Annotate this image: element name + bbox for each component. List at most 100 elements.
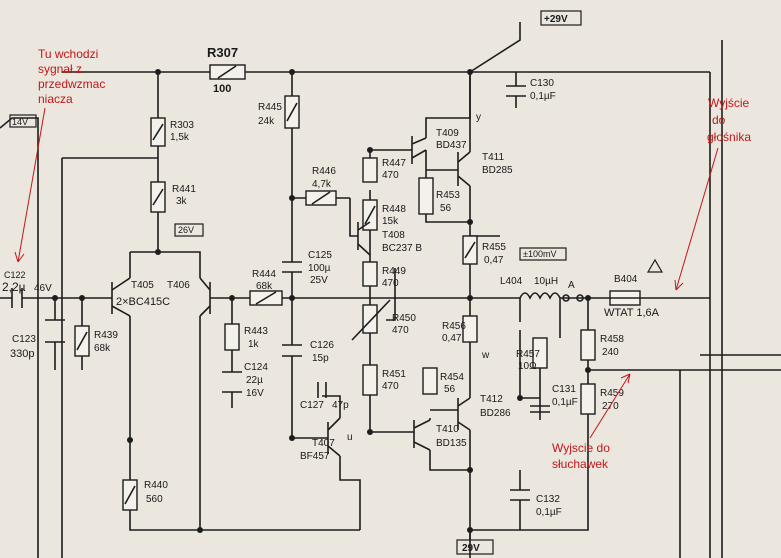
type-t407: BF457 [300, 451, 330, 462]
label-r441: R441 [172, 184, 196, 195]
label-t408: T408 [382, 230, 405, 241]
wiring [0, 22, 781, 558]
label-c132: C132 [536, 494, 560, 505]
label-t411: T411 [482, 152, 504, 163]
label-r449: R449 [382, 266, 406, 277]
value-r440: 560 [146, 494, 163, 505]
label-r455: R455 [482, 242, 506, 253]
node-26v: 26V [178, 225, 194, 235]
label-r440: R440 [144, 480, 168, 491]
headphone-arrow [589, 373, 631, 439]
label-t409: T409 [436, 128, 459, 139]
resistor-r450 [362, 304, 378, 334]
value-c132: 0,1µF [536, 507, 562, 518]
capacitor-c132 [510, 489, 530, 501]
value-c124: 22µ [246, 375, 263, 386]
label-r447: R447 [382, 158, 406, 169]
resistors [74, 64, 596, 511]
input-note-line3: przedwzmac [38, 77, 105, 91]
label-c131: C131 [552, 384, 576, 395]
speaker-note-line1: Wyjście [708, 96, 750, 110]
resistor-r449 [362, 261, 378, 287]
value-r307: 100 [213, 83, 231, 95]
value-r448: 15k [382, 216, 399, 227]
label-r446: R446 [312, 166, 336, 177]
node-a: A [568, 280, 575, 291]
node-u: u [347, 432, 353, 443]
capacitors [11, 85, 550, 501]
junctions [52, 69, 591, 533]
value-r457: 10Ω [518, 361, 537, 372]
label-r459: R459 [600, 388, 624, 399]
label-c130: C130 [530, 78, 554, 89]
value-c127: 47p [332, 400, 349, 411]
voltage-c125: 25V [310, 275, 328, 286]
type-t411: BD285 [482, 165, 513, 176]
capacitor-c124 [222, 371, 242, 393]
label-c125: C125 [308, 250, 332, 261]
label-r457: R457 [516, 349, 540, 360]
value-r454: 56 [444, 384, 456, 395]
node-100mv: ±100mV [523, 249, 556, 259]
node-46v: 46V [34, 283, 52, 294]
value-r446: 4,7k [312, 179, 332, 190]
label-r444: R444 [252, 269, 276, 280]
node-w: w [481, 350, 490, 361]
value-r441: 3k [176, 196, 188, 207]
value-r449: 470 [382, 278, 399, 289]
label-t406: T406 [167, 280, 190, 291]
label-t405: T405 [131, 280, 154, 291]
voltage-c124: 16V [246, 388, 264, 399]
label-r451: R451 [382, 369, 406, 380]
node-y: y [476, 112, 481, 123]
headphone-note-line2: słuchawek [552, 457, 609, 471]
label-r453: R453 [436, 190, 460, 201]
speaker-note-line3: głośnika [707, 130, 751, 144]
input-note-line1: Tu wchodzi [38, 47, 98, 61]
value-c125: 100µ [308, 263, 331, 274]
label-r454: R454 [440, 372, 464, 383]
supply-29v-bottom: 29V [462, 543, 480, 554]
resistor-r451 [362, 364, 378, 396]
value-r447: 470 [382, 170, 399, 181]
resistor-r457 [532, 337, 548, 369]
value-b404: WTAT 1,6A [604, 307, 660, 319]
value-c123: 330p [10, 348, 34, 360]
resistor-r447 [362, 157, 378, 183]
value-r453: 56 [440, 203, 452, 214]
input-note-line2: sygnał z [38, 62, 82, 76]
speaker-note-line2: do [712, 113, 726, 127]
value-r450: 470 [392, 325, 409, 336]
label-t410: T410 [436, 424, 459, 435]
label-b404: B404 [614, 274, 638, 285]
value-c122: 2,2µ [2, 280, 26, 294]
value-r439: 68k [94, 343, 111, 354]
label-r448: R448 [382, 204, 406, 215]
value-r459: 270 [602, 401, 619, 412]
value-r451: 470 [382, 381, 399, 392]
label-c124: C124 [244, 362, 268, 373]
label-r303: R303 [170, 120, 194, 131]
capacitor-c131 [530, 405, 550, 413]
fuse-b404 [609, 258, 664, 306]
value-c131: 0,1µF [552, 397, 578, 408]
speaker-arrow [674, 147, 719, 291]
inductor-l404 [519, 292, 561, 300]
capacitor-c122 [11, 288, 23, 308]
input-note-line4: niacza [38, 92, 73, 106]
label-r445: R445 [258, 102, 282, 113]
type-t410: BD135 [436, 438, 467, 449]
type-t405-t406: 2×BC415C [116, 296, 170, 308]
label-c123: C123 [12, 334, 36, 345]
label-t412: T412 [480, 394, 503, 405]
value-r444: 68k [256, 281, 273, 292]
resistor-r454 [422, 367, 438, 395]
label-t407: T407 [312, 438, 335, 449]
input-arrow [14, 107, 46, 263]
label-r456: R456 [442, 321, 466, 332]
label-r450: R450 [392, 313, 416, 324]
label-r458: R458 [600, 334, 624, 345]
capacitor-c127 [317, 382, 327, 398]
